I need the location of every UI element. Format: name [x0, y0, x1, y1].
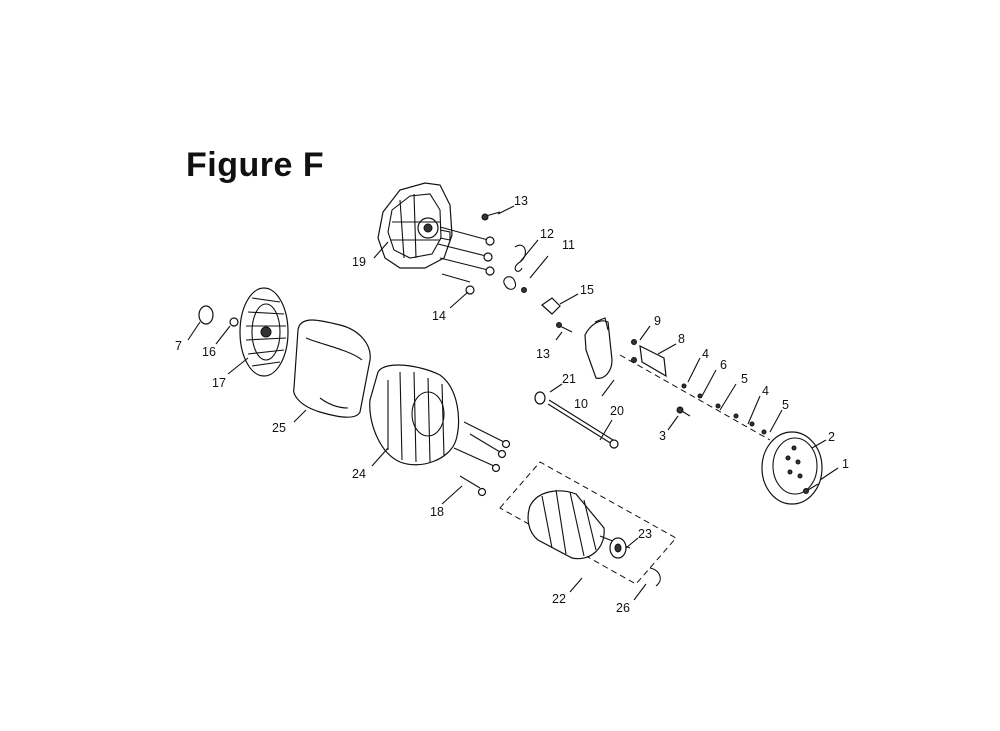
part-bearing	[609, 537, 627, 559]
part-screw-13-mid	[556, 322, 573, 333]
part-stator	[369, 364, 460, 466]
part-end-cover	[761, 431, 823, 505]
callout-13a: 13	[514, 194, 528, 208]
callout-20: 20	[610, 404, 624, 418]
part-bracket	[631, 339, 667, 378]
part-ring	[649, 567, 661, 587]
callout-6: 6	[720, 358, 727, 372]
callout-13b: 13	[536, 347, 550, 361]
callout-16: 16	[202, 345, 216, 359]
part-nut	[229, 317, 239, 327]
figure-title: Figure F	[186, 146, 325, 184]
callout-17: 17	[212, 376, 226, 390]
part-housing-band	[293, 319, 371, 418]
part-end-bell	[377, 182, 453, 269]
callout-4a: 4	[702, 347, 709, 361]
callout-12: 12	[540, 227, 554, 241]
part-cap	[198, 305, 214, 325]
callout-25: 25	[272, 421, 286, 435]
callout-3: 3	[659, 429, 666, 443]
callout-11: 11	[562, 238, 575, 252]
part-small-hardware	[619, 354, 771, 441]
callout-4b: 4	[762, 384, 769, 398]
part-screw-3	[676, 406, 691, 417]
callout-15: 15	[580, 283, 594, 297]
callout-5a: 5	[741, 372, 748, 386]
callout-24: 24	[352, 467, 366, 481]
callout-23: 23	[638, 527, 652, 541]
callout-19: 19	[352, 255, 366, 269]
callout-labels: 1 2 3 4 4 5 5 6 7 8 9 10 11 12 13 13 14 …	[175, 194, 849, 615]
part-bolts-lower	[453, 421, 511, 497]
callout-21: 21	[562, 372, 576, 386]
callout-1: 1	[842, 457, 849, 471]
part-brush-cover	[584, 317, 613, 379]
callout-14: 14	[432, 309, 446, 323]
part-screw-13-top	[481, 211, 501, 221]
part-rotor-assembly	[499, 461, 677, 585]
callout-5b: 5	[782, 398, 789, 412]
callout-8: 8	[678, 332, 685, 346]
part-spring-clip	[503, 244, 527, 293]
part-brush-holder	[541, 297, 561, 315]
leader-lines	[187, 205, 839, 601]
part-screw-1	[803, 483, 819, 494]
callout-7: 7	[175, 339, 182, 353]
callout-9: 9	[654, 314, 661, 328]
part-bolts-upper	[437, 226, 495, 295]
part-fan	[239, 287, 289, 377]
part-washer	[534, 391, 546, 405]
callout-10: 10	[574, 397, 588, 411]
callout-22: 22	[552, 592, 566, 606]
callout-2: 2	[828, 430, 835, 444]
callout-18: 18	[430, 505, 444, 519]
callout-26: 26	[616, 601, 630, 615]
